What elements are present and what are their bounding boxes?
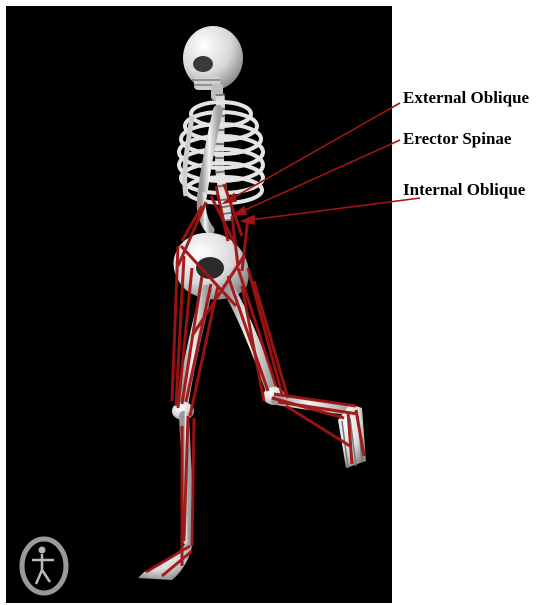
figure-in-circle-logo xyxy=(22,539,66,593)
muscle-lines xyxy=(146,184,364,576)
internal-oblique-label: Internal Oblique xyxy=(403,181,525,198)
rear-leg xyxy=(138,291,206,580)
external-oblique-label: External Oblique xyxy=(403,89,529,106)
skull xyxy=(183,26,243,100)
musculoskeletal-model xyxy=(6,6,392,603)
model-viewport[interactable] xyxy=(6,6,392,603)
erector-spinae-label: Erector Spinae xyxy=(403,130,511,147)
